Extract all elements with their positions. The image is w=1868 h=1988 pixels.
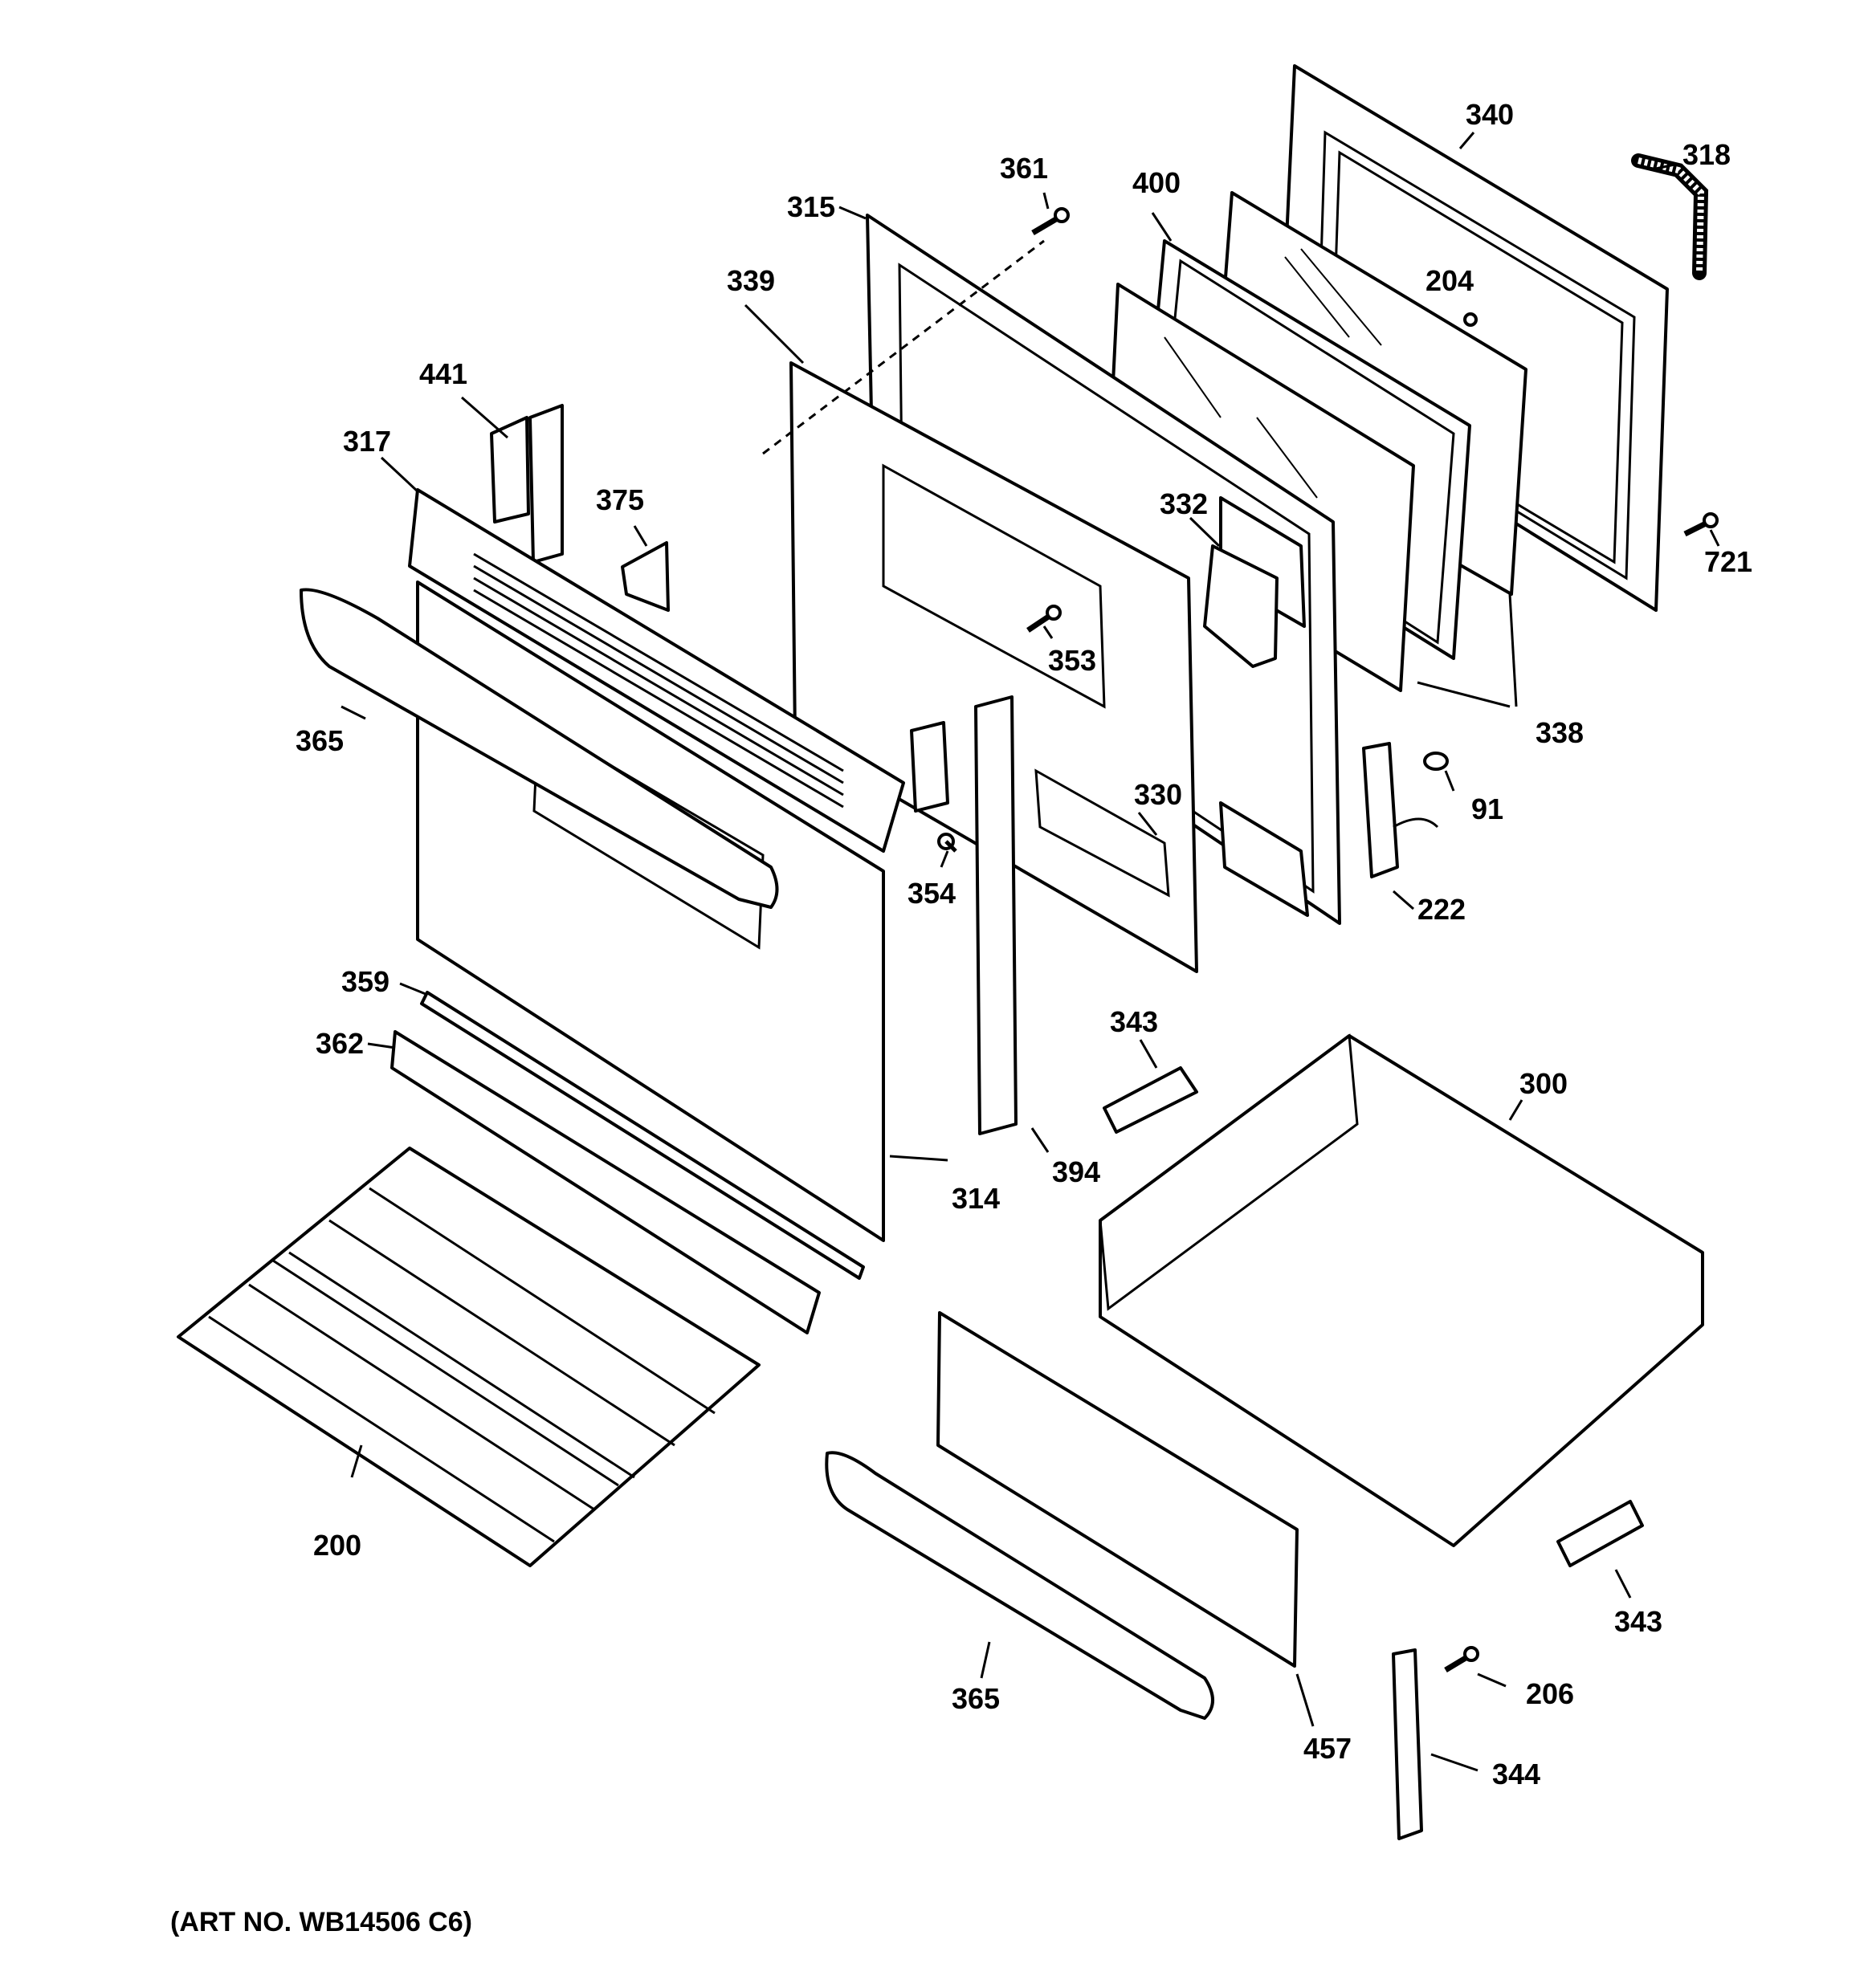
label-204: 204 [1425, 264, 1474, 297]
part-labels: 340 318 361 400 315 204 339 441 317 375 … [296, 98, 1752, 1790]
drawer-slide-343-upper [1103, 1066, 1198, 1134]
leader-lines [341, 132, 1720, 1772]
label-91: 91 [1471, 792, 1503, 825]
bracket-375 [621, 541, 670, 612]
screw-721 [1683, 512, 1719, 537]
drawer-handle-365-lower [825, 1451, 1214, 1720]
door-hinge-222 [1362, 742, 1439, 878]
label-457: 457 [1303, 1732, 1352, 1765]
label-441: 441 [419, 357, 467, 390]
vent-trim-317 [408, 488, 905, 853]
screw-354 [937, 833, 957, 853]
label-359: 359 [341, 965, 390, 998]
alignment-dashline [762, 239, 1045, 455]
drawer-panel-457 [936, 1311, 1299, 1668]
air-duct-332 [1203, 544, 1279, 668]
label-315: 315 [787, 190, 835, 223]
label-339: 339 [727, 264, 775, 297]
label-362: 362 [316, 1027, 364, 1060]
label-200: 200 [313, 1529, 361, 1562]
screw-91 [1423, 752, 1449, 771]
label-222: 222 [1417, 893, 1466, 926]
label-330: 330 [1134, 778, 1182, 811]
label-318: 318 [1682, 138, 1731, 171]
bracket-441 [490, 404, 564, 564]
label-206: 206 [1526, 1677, 1574, 1710]
drawer-body-300 [1099, 1033, 1704, 1547]
art-number: (ART NO. WB14506 C6) [170, 1907, 472, 1937]
label-353: 353 [1048, 644, 1096, 677]
label-343-upper: 343 [1110, 1005, 1158, 1038]
label-394: 394 [1052, 1155, 1100, 1188]
label-300: 300 [1519, 1067, 1568, 1100]
strip-359 [420, 991, 865, 1280]
drawer-rail-344 [1392, 1648, 1423, 1840]
label-721: 721 [1704, 545, 1752, 578]
vent-slots [473, 552, 844, 809]
label-400: 400 [1132, 166, 1181, 199]
label-375: 375 [596, 483, 644, 516]
label-343-lower: 343 [1614, 1605, 1662, 1638]
door-liner-339 [789, 361, 1198, 973]
screw-204 [1463, 312, 1478, 327]
label-338: 338 [1536, 716, 1584, 749]
label-344: 344 [1492, 1758, 1540, 1790]
label-314: 314 [952, 1182, 1000, 1215]
label-332: 332 [1160, 487, 1208, 520]
label-340: 340 [1466, 98, 1514, 131]
label-365-lower: 365 [952, 1682, 1000, 1715]
bracket-side [910, 721, 949, 813]
drawer-slide-343-lower [1556, 1500, 1644, 1567]
screw-361 [1031, 207, 1070, 236]
label-361: 361 [1000, 152, 1048, 185]
door-handle-365-upper [300, 588, 779, 909]
door-gasket-318 [1631, 153, 1709, 280]
rack-wires [208, 1187, 716, 1543]
screw-206 [1444, 1646, 1479, 1673]
label-365-upper: 365 [296, 724, 344, 757]
screw-353 [1026, 605, 1062, 633]
trim-362 [390, 1030, 821, 1334]
label-354: 354 [907, 877, 956, 910]
side-trim-394 [974, 695, 1018, 1135]
oven-rack-200 [177, 1147, 761, 1567]
label-317: 317 [343, 425, 391, 458]
